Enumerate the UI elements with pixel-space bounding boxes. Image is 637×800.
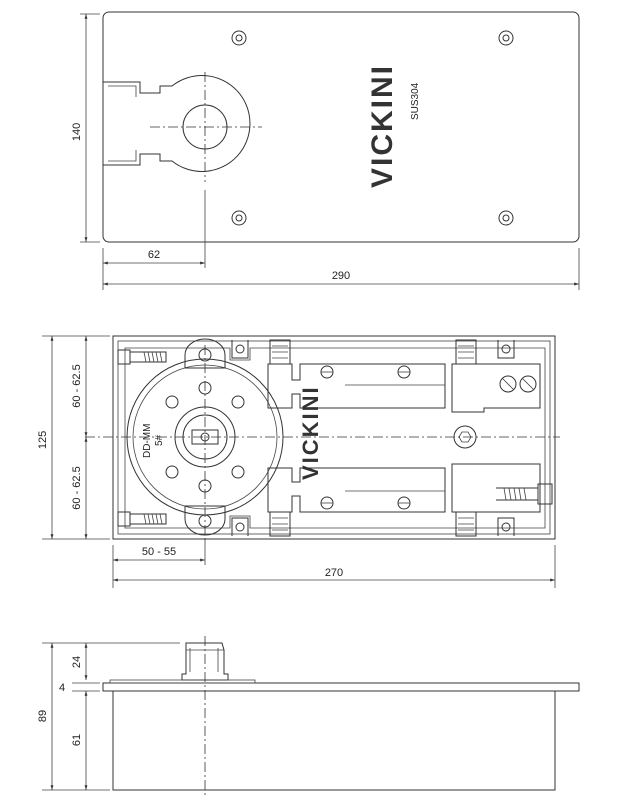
dim-plate: 4 (59, 682, 65, 694)
material-label: SUS304 (410, 82, 421, 120)
bolt-hole (165, 465, 179, 479)
brand-logo: VICKINI (366, 64, 399, 188)
model-label: DD-MM (142, 424, 153, 458)
bolt-hole (231, 395, 245, 409)
bottom-view: 89 24 4 61 (37, 636, 580, 796)
mounting-tab (497, 340, 515, 359)
middle-view: DD-MM 5# VICKINI (37, 335, 560, 588)
dim-offset: 50 - 55 (142, 546, 176, 558)
body-housing (112, 335, 556, 540)
screw-hole (498, 30, 514, 46)
screw-hole (231, 30, 247, 46)
bolt-hole (231, 465, 245, 479)
bolt-hole (165, 395, 179, 409)
pivot-housing (103, 75, 251, 172)
body-profile (112, 690, 556, 791)
mounting-tab (497, 517, 515, 536)
dim-height: 140 (71, 123, 83, 141)
dim-upper: 60 - 62.5 (71, 364, 83, 407)
dim-spindle: 24 (71, 656, 83, 668)
adjust-screw (496, 483, 553, 505)
mounting-tab (231, 340, 249, 359)
dim-length: 290 (332, 270, 350, 282)
dim-height: 125 (37, 431, 49, 449)
cover-plate (102, 11, 580, 243)
valve-screw (519, 375, 537, 393)
screw-hole (231, 210, 247, 226)
dim-total: 89 (37, 710, 49, 722)
dim-length: 270 (325, 567, 343, 579)
lower-arm (267, 467, 446, 513)
top-view: VICKINI SUS304 140 62 290 (71, 11, 580, 290)
dim-body: 61 (71, 734, 83, 746)
dim-lower: 60 - 62.5 (71, 466, 83, 509)
valve-screw (499, 375, 517, 393)
adjust-screw (117, 511, 167, 527)
upper-arm (267, 363, 446, 409)
dim-offset: 62 (148, 249, 160, 261)
brand-logo: VICKINI (298, 385, 323, 480)
adjust-screw (117, 349, 167, 365)
cover-plate-profile (102, 682, 580, 692)
model-number: 5# (154, 434, 165, 446)
mounting-tab (231, 517, 249, 536)
screw-hole (498, 210, 514, 226)
